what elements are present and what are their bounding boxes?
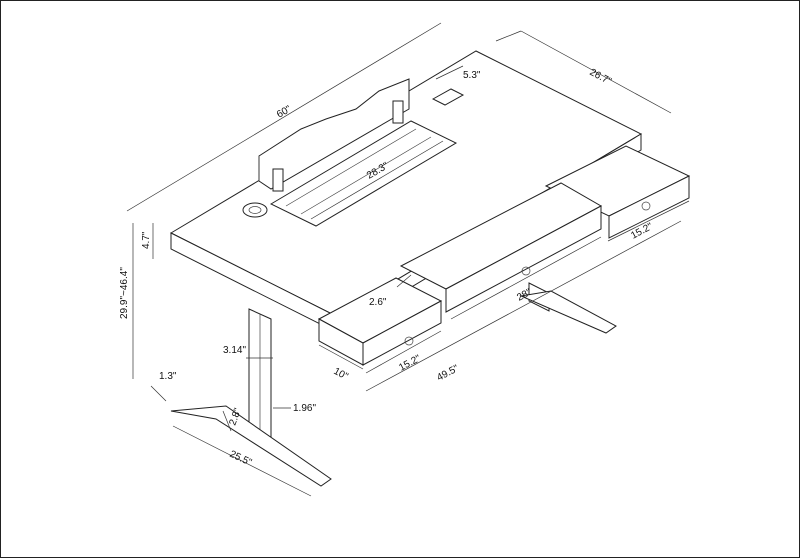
label-frame-width: 49.5" xyxy=(435,363,461,384)
label-desk-depth: 26.7" xyxy=(588,67,614,88)
label-leg-width: 3.14" xyxy=(223,345,246,356)
left-leg xyxy=(170,308,332,487)
panel-bracket-right xyxy=(392,100,404,124)
grommet xyxy=(242,202,268,218)
privacy-panel xyxy=(258,78,410,192)
power-outlet xyxy=(431,88,465,106)
label-height-range: 29.9"~46.4" xyxy=(119,267,130,319)
cable-tray xyxy=(269,120,458,227)
label-left-drawer-depth: 10" xyxy=(332,366,351,383)
drawers xyxy=(317,145,691,366)
label-base-depth: 25.5" xyxy=(228,449,254,469)
dimension-lines xyxy=(126,22,690,497)
label-desk-width: 60" xyxy=(275,104,294,121)
label-foot-height: 1.3" xyxy=(159,371,177,382)
right-leg xyxy=(519,282,617,334)
label-top-thickness: 4.7" xyxy=(141,231,152,249)
label-cutout-depth: 5.3" xyxy=(463,70,481,81)
label-left-drawer-width: 15.2" xyxy=(397,353,423,374)
label-drawer-height: 2.6" xyxy=(369,297,387,308)
panel-bracket-left xyxy=(272,168,284,192)
label-leg-depth: 1.96" xyxy=(293,403,316,414)
